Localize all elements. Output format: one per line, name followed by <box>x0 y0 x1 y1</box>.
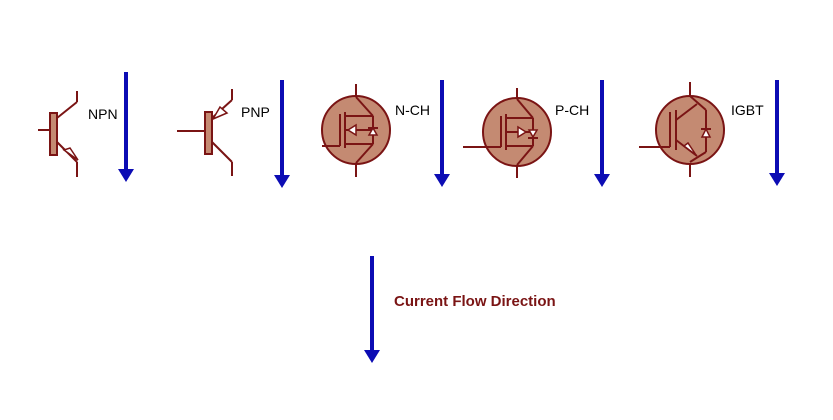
npn-current-arrow <box>118 72 134 182</box>
p-channel-mosfet-icon <box>463 88 552 178</box>
pnp-current-arrow <box>274 80 290 188</box>
igbt-current-arrow <box>769 80 785 186</box>
pch-current-arrow <box>594 80 610 187</box>
igbt-icon <box>639 82 725 177</box>
npn-label: NPN <box>88 106 118 122</box>
nch-label: N-CH <box>395 102 430 118</box>
legend-caption: Current Flow Direction <box>394 293 556 310</box>
down-arrow-icon <box>364 256 380 363</box>
igbt-label: IGBT <box>731 102 764 118</box>
pnp-transistor-icon <box>177 89 233 176</box>
pnp-label: PNP <box>241 104 270 120</box>
nch-current-arrow <box>434 80 450 187</box>
npn-transistor-icon <box>38 91 79 177</box>
n-channel-mosfet-icon <box>321 84 391 177</box>
pch-label: P-CH <box>555 102 590 118</box>
